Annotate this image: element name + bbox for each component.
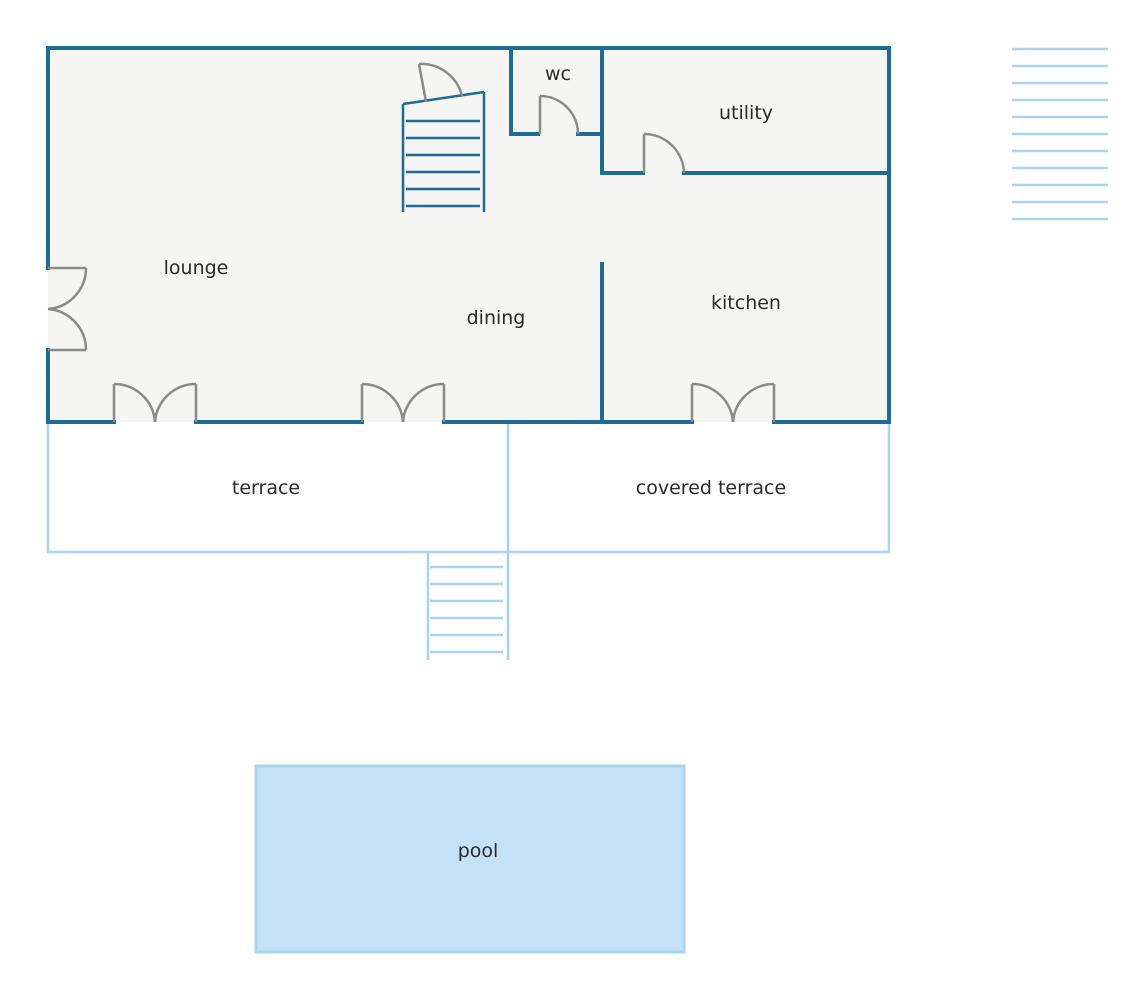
covered-terrace-area — [508, 422, 891, 554]
stripe-pattern — [1012, 47, 1108, 221]
covered-terrace-label: covered terrace — [636, 477, 786, 499]
interior-floor — [48, 48, 889, 422]
pool-label: pool — [458, 840, 499, 862]
dining-label: dining — [467, 307, 526, 329]
pool-area — [254, 764, 686, 954]
utility-door — [642, 132, 686, 174]
terrace-label: terrace — [232, 477, 300, 499]
exterior-walls — [46, 46, 891, 424]
interior-walls — [509, 46, 891, 424]
lounge-terrace-door — [112, 382, 198, 423]
kitchen-label: kitchen — [711, 292, 781, 314]
terrace-area — [46, 422, 510, 554]
terrace-steps — [426, 552, 510, 660]
lounge-side-door — [47, 266, 88, 352]
staircase — [401, 62, 486, 212]
lounge-label: lounge — [164, 257, 229, 279]
kitchen-terrace-door — [690, 382, 776, 423]
wc-door — [538, 94, 580, 135]
utility-label: utility — [719, 102, 773, 124]
wc-label: wc — [545, 63, 571, 85]
dining-terrace-door — [360, 382, 446, 423]
